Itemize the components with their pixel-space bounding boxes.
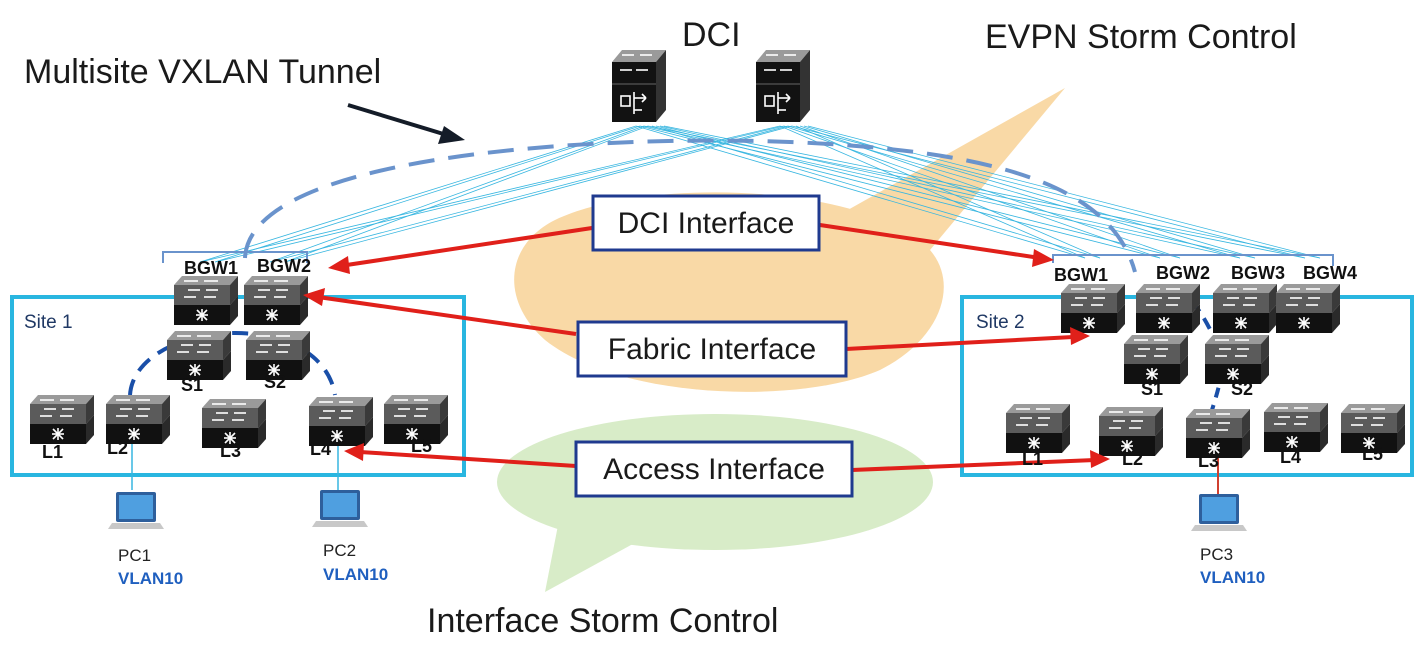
- site1-bgw-bracket: [162, 251, 308, 263]
- tunnel-pointer-arrowhead: [438, 126, 465, 144]
- site1-l2-label: L2: [107, 438, 128, 458]
- site2-l1-label: L1: [1022, 449, 1043, 469]
- site2-l5-label: L5: [1362, 444, 1383, 464]
- interface-storm-bubble-tail: [545, 515, 640, 592]
- fabric-interface-box: [576, 320, 848, 378]
- switch-icon: [29, 394, 95, 445]
- arrowhead: [328, 256, 350, 274]
- dci-interface-box: [591, 194, 821, 252]
- pc2-label: PC2: [323, 541, 356, 560]
- site2-bgw1-label: BGW1: [1054, 265, 1108, 285]
- laptop-icon: [1191, 494, 1247, 531]
- arrowhead: [1032, 249, 1054, 267]
- switch-icon: [166, 330, 232, 381]
- site2-bgw4-label: BGW4: [1303, 263, 1357, 283]
- access-interface-label: Access Interface: [603, 453, 825, 486]
- site1-l1-label: L1: [42, 442, 63, 462]
- site2-bgw3-label: BGW3: [1231, 263, 1285, 283]
- multisite-vxlan-tunnel-title: Multisite VXLAN Tunnel: [24, 53, 381, 91]
- site2-bgw-bracket: [1052, 254, 1334, 266]
- dci-router-icon: [611, 49, 667, 123]
- pc1-label: PC1: [118, 546, 151, 565]
- laptop-icon: [108, 492, 164, 529]
- pc1-vlan-label: VLAN10: [118, 569, 183, 588]
- site1-l4-label: L4: [310, 439, 331, 459]
- switch-icon: [1204, 334, 1270, 385]
- dci-interface-label: DCI Interface: [618, 207, 795, 240]
- pc3-vlan-label: VLAN10: [1200, 568, 1265, 587]
- dci-router-icon: [755, 49, 811, 123]
- site1-l5-label: L5: [411, 436, 432, 456]
- switch-icon: [1060, 283, 1126, 334]
- site1-bgw1-label: BGW1: [184, 258, 238, 278]
- site2-s1-label: S1: [1141, 379, 1163, 399]
- switch-icon: [243, 275, 309, 326]
- access-interface-box: [574, 440, 854, 498]
- site2-l3-label: L3: [1198, 451, 1219, 471]
- evpn-storm-bubble-tail: [830, 88, 1065, 250]
- switch-icon: [1005, 403, 1071, 454]
- site1-s1-label: S1: [181, 375, 203, 395]
- dci-title: DCI: [682, 16, 741, 54]
- interface-storm-control-title: Interface Storm Control: [427, 602, 778, 640]
- interface-arrows: [317, 223, 1096, 472]
- site1-l3-label: L3: [220, 441, 241, 461]
- tunnel-pointer-arrow: [347, 103, 451, 138]
- evpn-storm-control-title: EVPN Storm Control: [985, 18, 1297, 56]
- pc3-label: PC3: [1200, 545, 1233, 564]
- switch-icon: [1135, 283, 1201, 334]
- laptop-icon: [312, 490, 368, 527]
- site2-l4-label: L4: [1280, 447, 1301, 467]
- site2-s2-label: S2: [1231, 379, 1253, 399]
- site2-label: Site 2: [976, 312, 1025, 333]
- site2-l2-label: L2: [1122, 449, 1143, 469]
- switch-icon: [1263, 402, 1329, 453]
- arrowhead: [344, 443, 364, 461]
- arrowhead: [1090, 450, 1110, 468]
- site1-label: Site 1: [24, 312, 73, 333]
- arrowhead: [303, 288, 325, 306]
- site1-bgw2-label: BGW2: [257, 256, 311, 276]
- switch-icon: [1275, 283, 1341, 334]
- site1-local-path: [128, 331, 337, 396]
- switch-icon: [1123, 334, 1189, 385]
- fabric-interface-label: Fabric Interface: [608, 333, 816, 366]
- switch-icon: [173, 275, 239, 326]
- arrowhead: [1070, 327, 1090, 345]
- pc2-vlan-label: VLAN10: [323, 565, 388, 584]
- switch-icon: [105, 394, 171, 445]
- switch-icon: [1212, 283, 1278, 334]
- site1-s2-label: S2: [264, 372, 286, 392]
- site2-bgw2-label: BGW2: [1156, 263, 1210, 283]
